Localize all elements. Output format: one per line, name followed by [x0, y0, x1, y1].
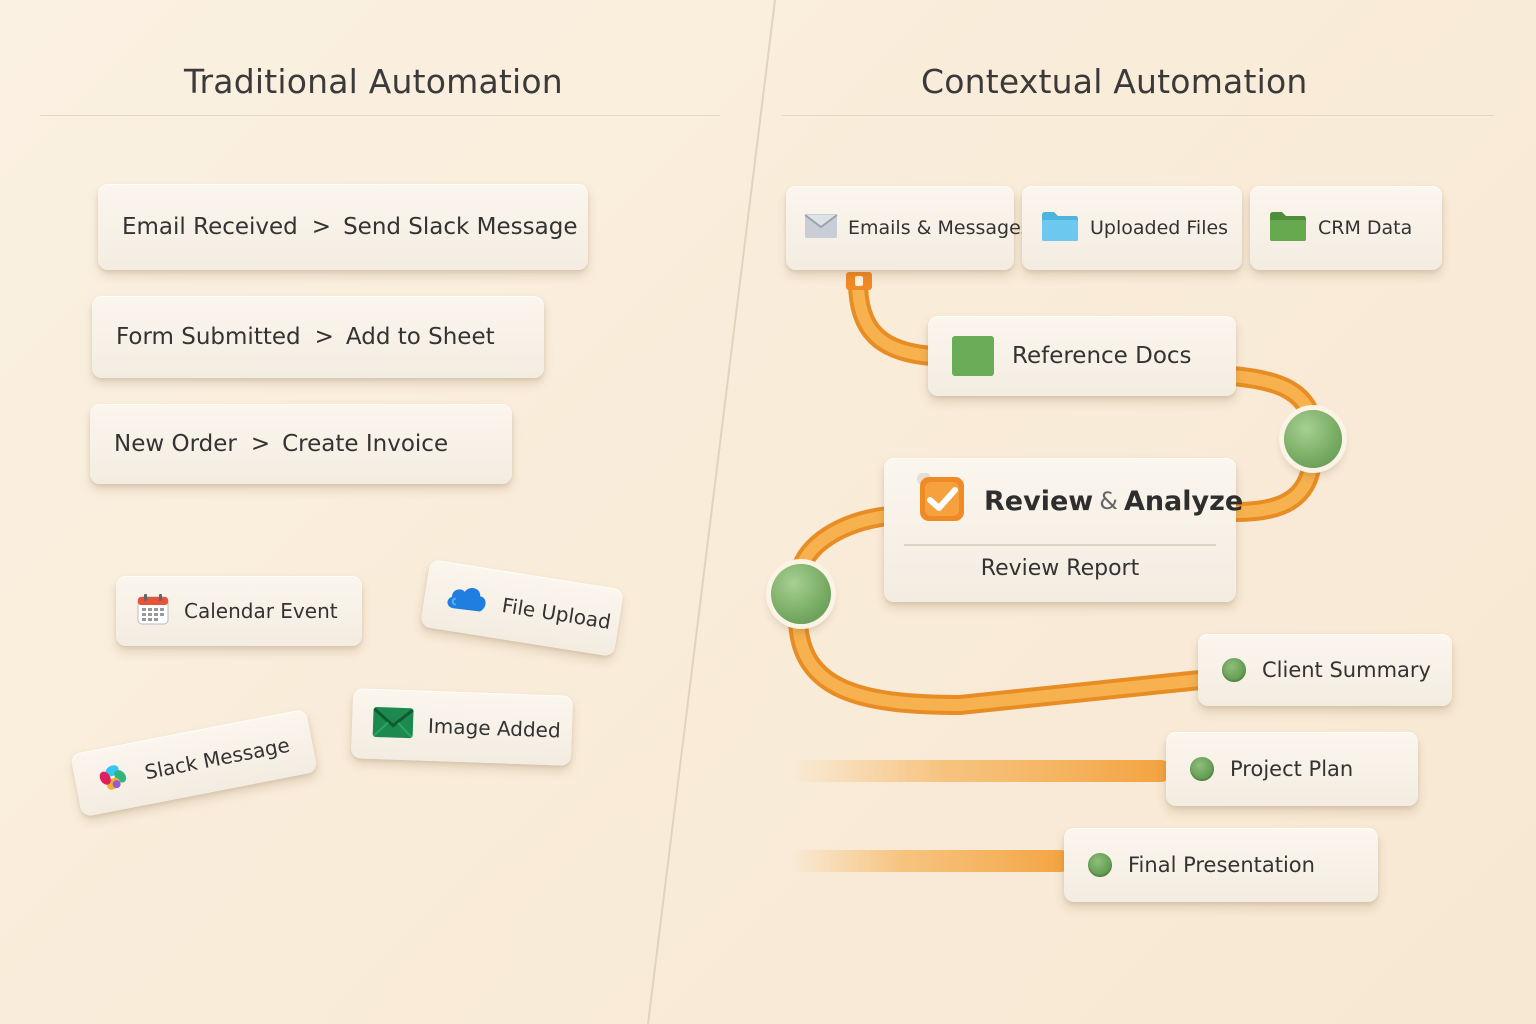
action-label: Send Slack Message — [343, 214, 578, 240]
chip-label: Calendar Event — [184, 599, 338, 623]
source-label: Uploaded Files — [1090, 217, 1229, 239]
calendar-icon — [136, 592, 170, 631]
reference-docs-card[interactable]: Reference Docs — [928, 316, 1236, 396]
source-uploaded-files[interactable]: Uploaded Files — [1022, 186, 1242, 270]
envelope-icon — [371, 705, 414, 743]
chip-label: Slack Message — [142, 732, 292, 785]
status-dot-icon — [1088, 853, 1112, 877]
folder-icon — [1040, 210, 1080, 247]
output-final-presentation[interactable]: Final Presentation — [1064, 828, 1378, 902]
left-title-rule — [40, 115, 720, 116]
source-label: Emails & Messages — [848, 217, 1031, 239]
output-label: Client Summary — [1262, 658, 1431, 682]
rule-card[interactable]: Email Received > Send Slack Message — [98, 184, 588, 270]
chip-label: File Upload — [500, 593, 613, 634]
chip-calendar-event[interactable]: Calendar Event — [116, 576, 362, 646]
reference-docs-label: Reference Docs — [1012, 343, 1192, 369]
status-dot-icon — [1190, 757, 1214, 781]
output-project-plan[interactable]: Project Plan — [1166, 732, 1418, 806]
rule-card[interactable]: New Order > Create Invoice — [90, 404, 512, 484]
arrow-separator: > — [250, 431, 271, 457]
output-client-summary[interactable]: Client Summary — [1198, 634, 1452, 706]
arrow-separator: > — [311, 214, 332, 240]
traditional-automation-title: Traditional Automation — [184, 62, 563, 101]
chip-image-added[interactable]: Image Added — [350, 688, 574, 766]
connector-tab — [846, 272, 872, 290]
flow-node — [771, 564, 831, 624]
status-dot-icon — [1222, 658, 1246, 682]
trigger-label: New Order — [114, 431, 237, 457]
trigger-label: Form Submitted — [116, 324, 301, 350]
chip-file-upload[interactable]: File Upload — [419, 559, 625, 657]
rule-card[interactable]: Form Submitted > Add to Sheet — [92, 296, 544, 378]
checkbox-icon — [916, 472, 968, 529]
output-label: Final Presentation — [1128, 853, 1315, 877]
action-label: Add to Sheet — [345, 324, 495, 350]
mail-icon — [804, 213, 838, 244]
slack-icon — [92, 755, 135, 802]
flow-node — [1284, 410, 1342, 468]
trigger-label: Email Received — [122, 214, 298, 240]
review-title-b: Analyze — [1123, 485, 1244, 517]
ampersand: & — [1099, 487, 1118, 515]
review-title-a: Review — [984, 485, 1094, 517]
arrow-separator: > — [314, 324, 334, 350]
output-label: Project Plan — [1230, 757, 1354, 781]
action-label: Create Invoice — [282, 431, 449, 457]
chip-slack-message[interactable]: Slack Message — [70, 708, 318, 818]
review-analyze-card[interactable]: Review & Analyze Review Report — [884, 458, 1243, 602]
folder-icon — [1268, 210, 1308, 247]
contextual-automation-title: Contextual Automation — [921, 62, 1308, 101]
cloud-icon — [442, 579, 491, 620]
green-square-icon — [952, 336, 994, 376]
source-emails-messages[interactable]: Emails & Messages — [786, 186, 1031, 270]
source-crm-data[interactable]: CRM Data — [1250, 186, 1442, 270]
source-label: CRM Data — [1318, 217, 1413, 239]
review-report-label: Review Report — [980, 556, 1140, 581]
right-title-rule — [782, 115, 1494, 116]
review-separator — [904, 544, 1216, 546]
chip-label: Image Added — [427, 713, 562, 743]
